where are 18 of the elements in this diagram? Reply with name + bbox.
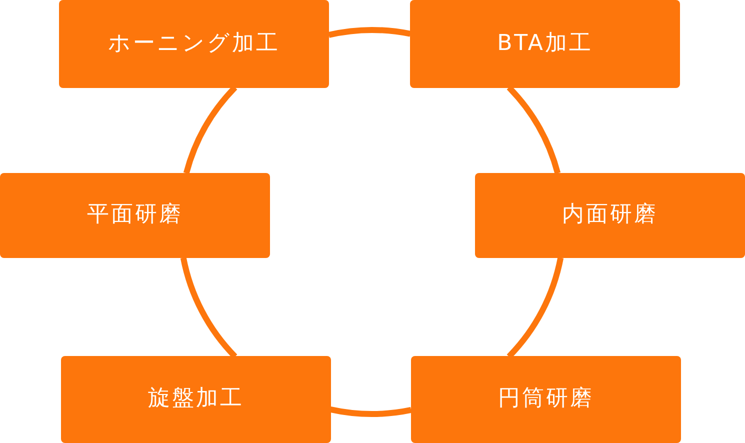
ring-arc bbox=[328, 27, 411, 38]
process-name: 円筒研磨 bbox=[498, 386, 594, 413]
ring-arc bbox=[180, 257, 238, 359]
ring-arc bbox=[330, 406, 412, 417]
process-box bbox=[61, 356, 331, 443]
process-name: ホーニング加工 bbox=[108, 30, 280, 58]
ring-arc bbox=[506, 257, 564, 359]
process-name: 平面研磨 bbox=[87, 202, 183, 229]
ring-arc bbox=[506, 85, 561, 174]
process-box bbox=[411, 356, 681, 443]
process-name: 旋盤加工 bbox=[148, 386, 244, 413]
process-box bbox=[59, 0, 329, 88]
ring-arc bbox=[183, 85, 238, 174]
process-box bbox=[410, 0, 680, 88]
process-name: 内面研磨 bbox=[562, 202, 658, 229]
process-box bbox=[475, 173, 745, 258]
process-name: BTA加工 bbox=[497, 30, 593, 58]
process-box bbox=[0, 173, 270, 258]
